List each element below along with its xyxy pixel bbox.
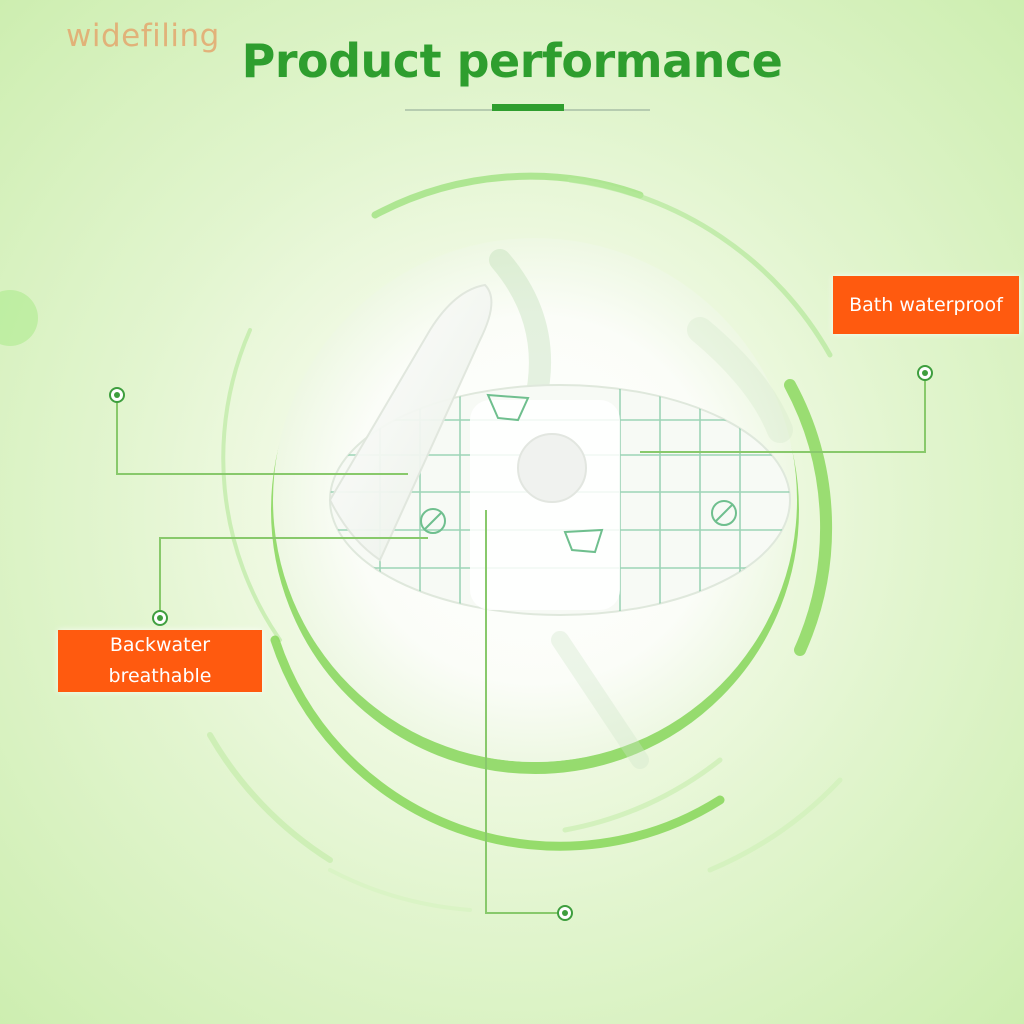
callout-backwater-breathable: Backwater breathable: [58, 630, 262, 692]
leader-lines: [116, 373, 926, 914]
callout-backwater-line2: breathable: [108, 665, 212, 687]
side-glow: [0, 290, 38, 346]
callout-backwater-line1: Backwater: [109, 634, 211, 656]
patch-flap: [328, 283, 493, 562]
watermark: widefiling: [66, 18, 220, 54]
title-underline: [405, 104, 650, 111]
callout-bath-waterproof-label: Bath waterproof: [849, 294, 1003, 316]
eye-patch: [329, 384, 791, 616]
callout-bath-waterproof: Bath waterproof: [833, 276, 1019, 334]
anchor-dots: [109, 365, 933, 921]
outer-rings: [207, 172, 843, 912]
page-title: Product performance: [241, 34, 783, 88]
